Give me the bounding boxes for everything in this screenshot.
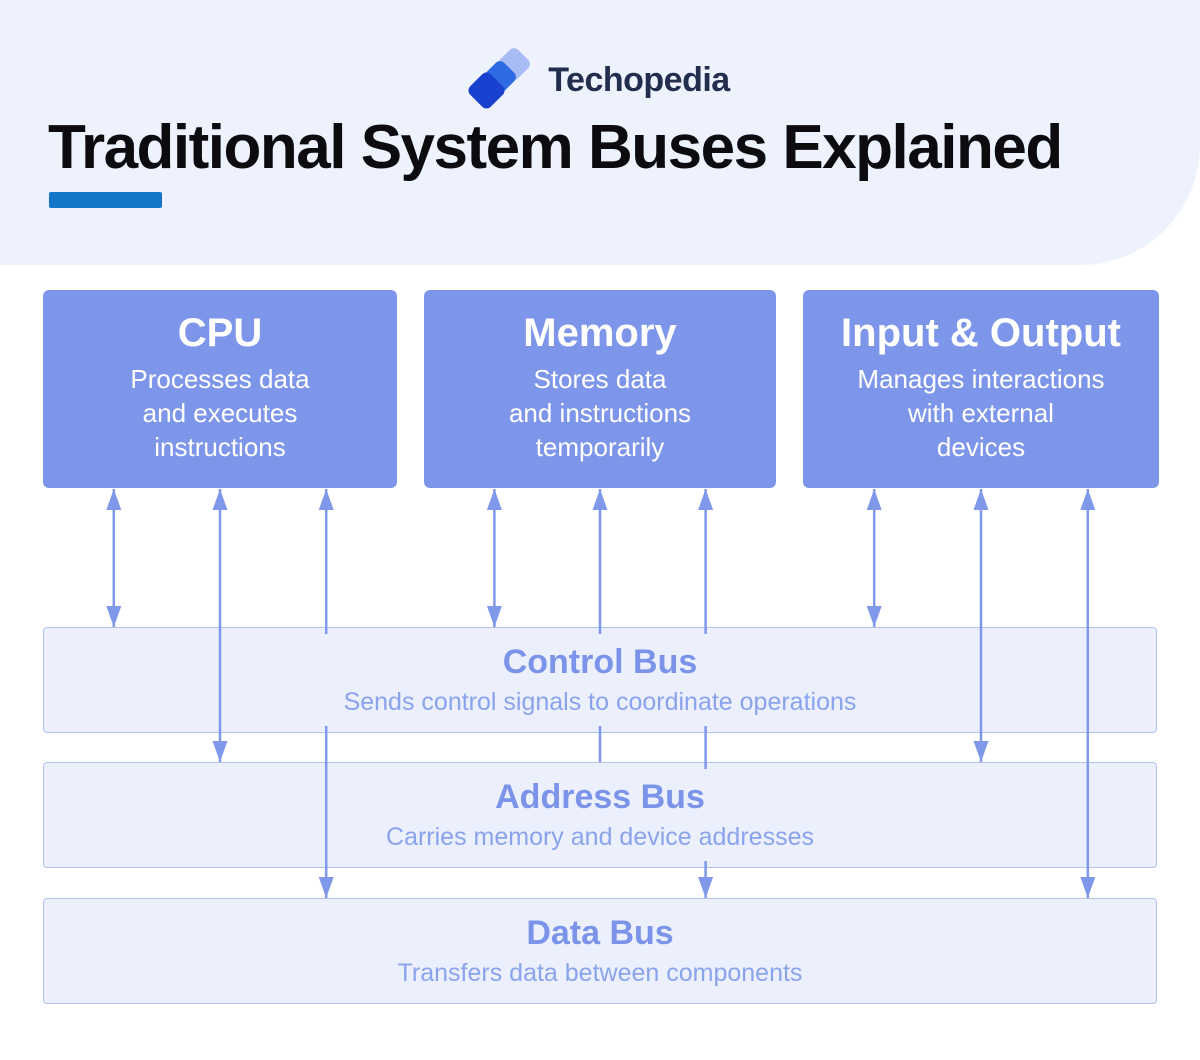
brand-name: Techopedia bbox=[548, 60, 730, 99]
arrow-cpu-control-bus bbox=[106, 489, 122, 627]
bus-label-panel: Data Bus Transfers data between componen… bbox=[320, 905, 880, 997]
description-line: instructions bbox=[154, 432, 286, 462]
techopedia-logo-icon bbox=[466, 45, 533, 112]
arrow-io-control-bus bbox=[866, 489, 882, 627]
description-line: Manages interactions bbox=[857, 364, 1105, 394]
component-description: Processes data and executes instructions bbox=[130, 362, 309, 464]
description-line: temporarily bbox=[535, 432, 665, 462]
component-box-input-output: Input & Output Manages interactions with… bbox=[803, 290, 1159, 488]
component-box-cpu: CPU Processes data and executes instruct… bbox=[43, 290, 397, 488]
component-title: Memory bbox=[523, 311, 677, 355]
component-title: Input & Output bbox=[841, 311, 1121, 355]
bus-description: Transfers data between components bbox=[397, 958, 803, 987]
bus-title: Control Bus bbox=[502, 642, 698, 681]
bus-label-panel: Control Bus Sends control signals to coo… bbox=[290, 634, 910, 726]
description-line: with external bbox=[908, 398, 1054, 428]
description-line: devices bbox=[936, 432, 1026, 462]
component-title: CPU bbox=[177, 311, 263, 355]
brand-logo: Techopedia bbox=[0, 45, 1200, 112]
component-box-memory: Memory Stores data and instructions temp… bbox=[424, 290, 776, 488]
bus-description: Carries memory and device addresses bbox=[386, 822, 814, 851]
component-description: Stores data and instructions temporarily bbox=[509, 362, 691, 464]
header-band: Techopedia Traditional System Buses Expl… bbox=[0, 0, 1200, 265]
bus-title: Address Bus bbox=[495, 777, 705, 816]
bus-description: Sends control signals to coordinate oper… bbox=[343, 687, 857, 716]
page-title: Traditional System Buses Explained bbox=[48, 113, 1063, 182]
bus-label-panel: Address Bus Carries memory and device ad… bbox=[330, 769, 870, 861]
description-line: and executes bbox=[142, 398, 298, 428]
bus-bar-address: Address Bus Carries memory and device ad… bbox=[43, 762, 1157, 868]
description-line: Processes data bbox=[130, 364, 310, 394]
bus-bar-data: Data Bus Transfers data between componen… bbox=[43, 898, 1157, 1004]
arrow-memory-control-bus bbox=[486, 489, 502, 627]
description-line: Stores data bbox=[533, 364, 667, 394]
bus-title: Data Bus bbox=[526, 913, 674, 952]
bus-bar-control: Control Bus Sends control signals to coo… bbox=[43, 627, 1157, 733]
component-description: Manages interactions with external devic… bbox=[857, 362, 1104, 464]
description-line: and instructions bbox=[508, 398, 692, 428]
title-underline-accent bbox=[49, 192, 162, 208]
